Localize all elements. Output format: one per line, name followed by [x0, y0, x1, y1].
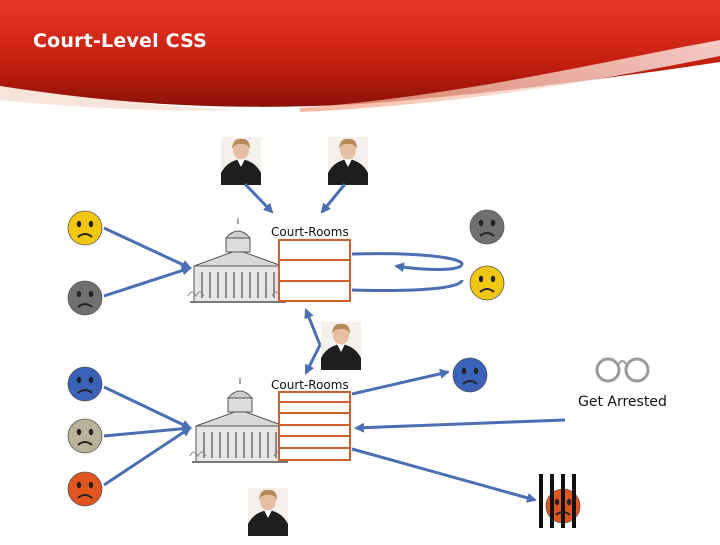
get-arrested-label: Get Arrested — [578, 394, 667, 410]
court-rooms-label: Court-Rooms — [271, 225, 349, 239]
jail-bars-icon — [539, 474, 576, 528]
court-rooms-label: Court-Rooms — [271, 378, 349, 392]
sad-face-icon — [469, 209, 505, 245]
sad-face-icon — [67, 471, 103, 507]
slide-title: Court-Level CSS — [33, 30, 208, 52]
judge-icon — [328, 137, 368, 185]
sad-face-icon — [67, 366, 103, 402]
handcuffs-icon — [595, 357, 650, 383]
arrows — [103, 182, 566, 503]
judge-icon — [248, 488, 288, 536]
judge-icon — [321, 322, 361, 370]
title-banner — [0, 0, 720, 112]
judge-icon — [221, 137, 261, 185]
sad-face-icon — [452, 357, 488, 393]
sad-face-icon — [67, 280, 103, 316]
court-rooms-top — [278, 239, 351, 302]
sad-face-icon — [67, 418, 103, 454]
court-rooms-bottom — [278, 391, 351, 461]
sad-face-icon — [67, 210, 103, 246]
sad-face-icon — [469, 265, 505, 301]
